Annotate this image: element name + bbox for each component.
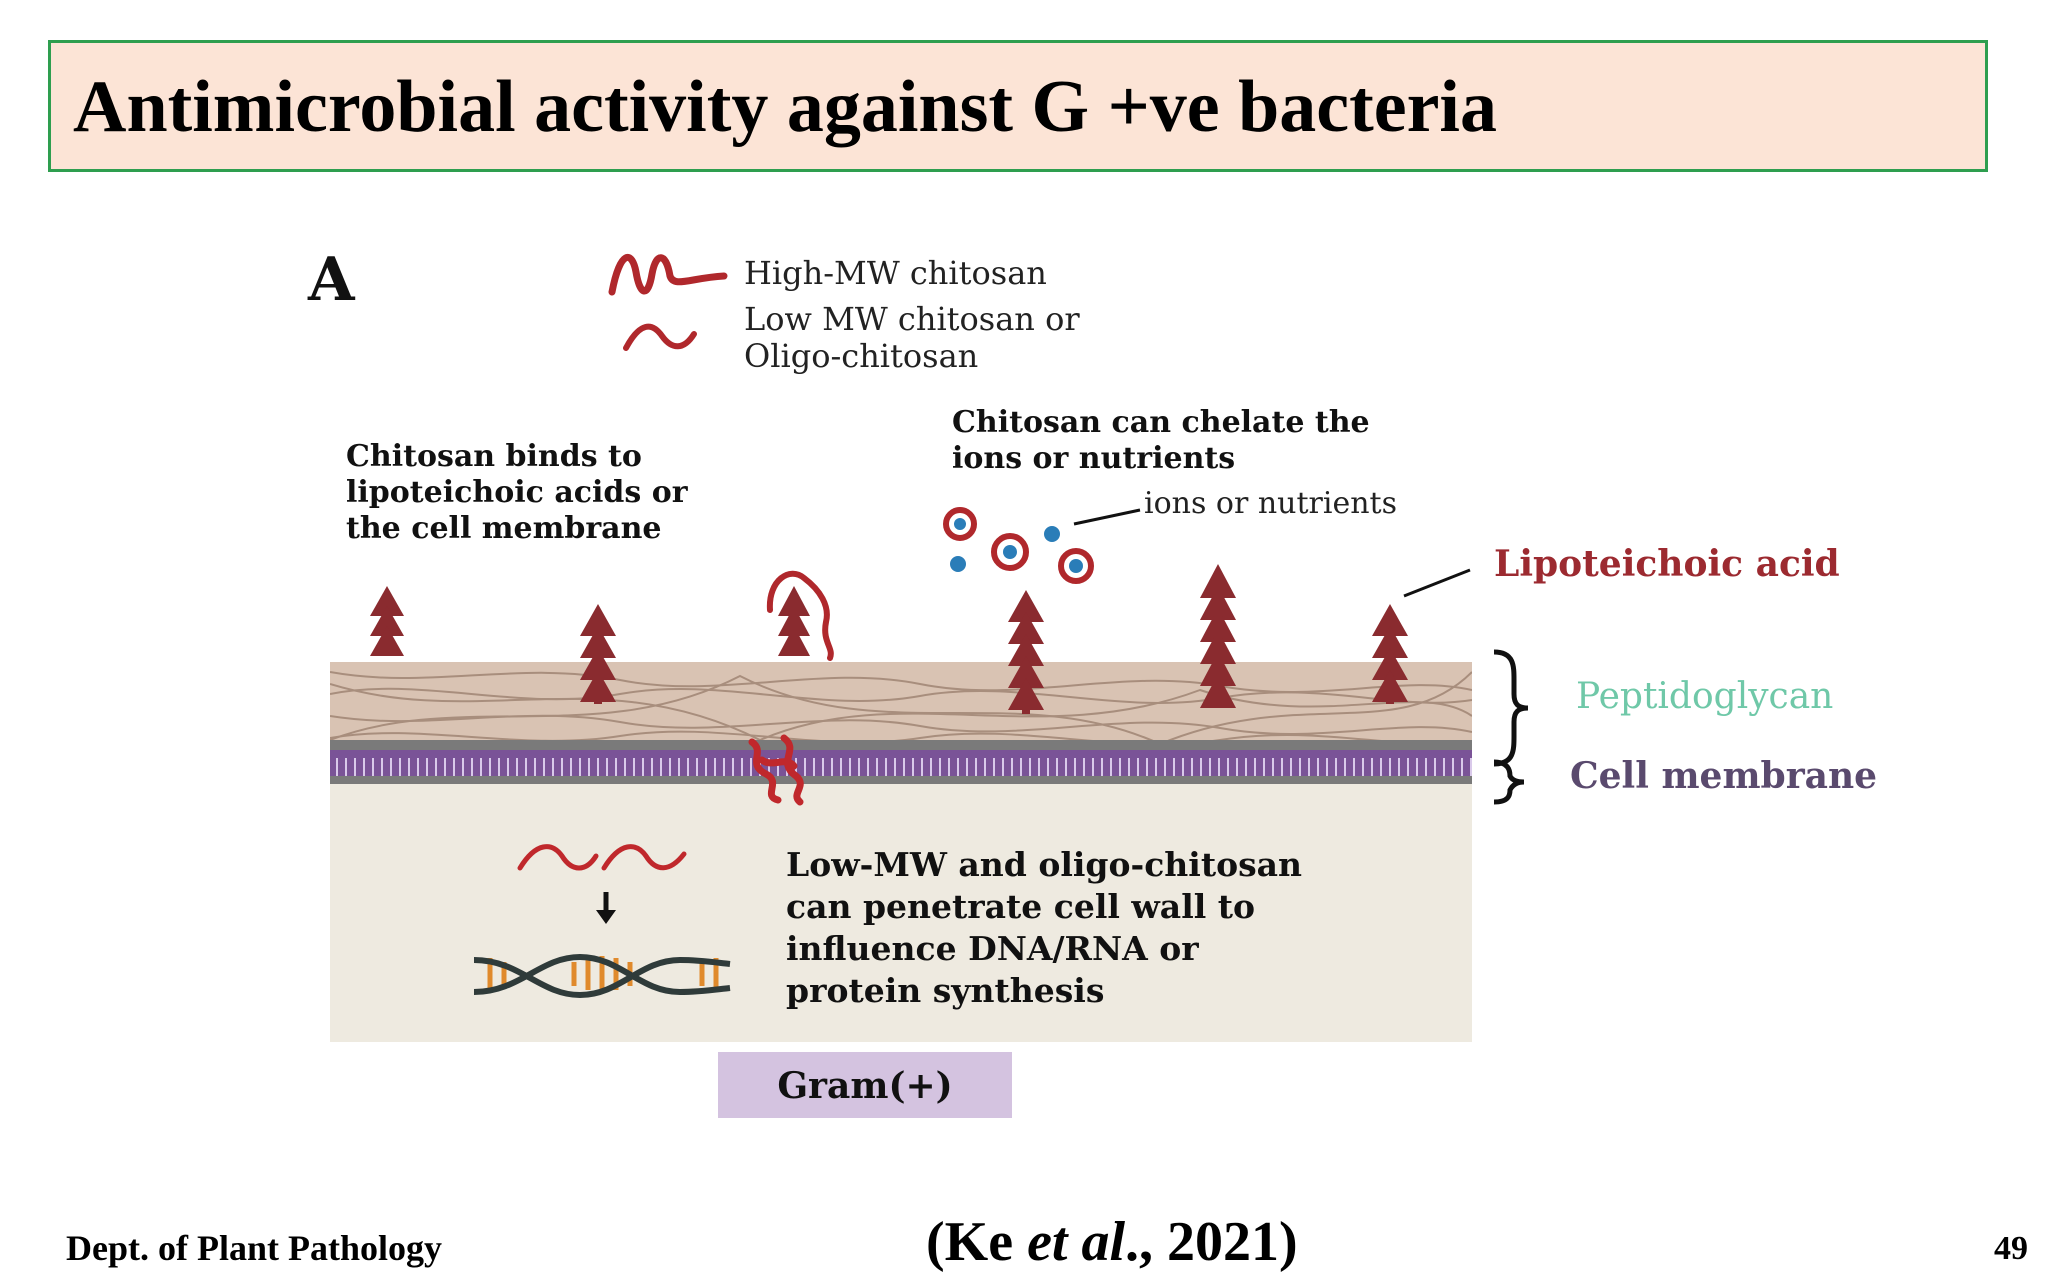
bound-chitosan-strand [766,570,834,661]
annotation-binds-line2: lipoteichoic acids or [346,475,689,510]
legend-low-mw-label-line1: Low MW chitosan or [744,300,1080,338]
annotation-chelate-line2: ions or nutrients [952,441,1235,476]
lipoteichoic-acid-2 [580,604,616,704]
arrow-down-icon [596,892,616,924]
title-banner: Antimicrobial activity against G +ve bac… [48,40,1988,172]
lipoteichoic-acid-5 [1200,564,1236,708]
label-peptidoglycan: Peptidoglycan [1576,676,1833,717]
chelated-ions-cluster [943,507,1094,584]
annotation-binds-line1: Chitosan binds to [346,439,642,474]
label-cell-membrane: Cell membrane [1570,755,1877,797]
oligo-chitosan-strands [517,844,687,871]
footer-citation: (Ke et al., 2021) [926,1214,1298,1270]
lipoteichoic-leader-line [1403,568,1471,598]
panel-letter: A [307,245,356,315]
lipoteichoic-acid-6 [1372,604,1408,704]
high-mw-chitosan-legend-icon [608,253,728,296]
cell-membrane-bracket [1493,759,1525,805]
lipoteichoic-acid-4 [1008,590,1044,714]
ions-leader-line [1073,508,1141,526]
page-number: 49 [1994,1230,2028,1267]
gram-positive-label: Gram(+) [777,1065,952,1107]
lipoteichoic-acid-3-bound [778,586,810,656]
lipoteichoic-acid-1 [370,586,404,656]
low-mw-chitosan-legend-icon [623,323,697,351]
citation-et-al: et al [1027,1211,1126,1273]
cell-membrane-bottom-edge [330,776,1472,784]
footer-department: Dept. of Plant Pathology [66,1228,442,1268]
legend-low-mw-label-line2: Oligo-chitosan [744,337,978,375]
gram-positive-label-box [718,1052,1012,1118]
annotation-penetrate-line3: influence DNA/RNA or [786,929,1199,968]
legend-high-mw-label: High-MW chitosan [744,254,1047,292]
label-lipoteichoic-acid: Lipoteichoic acid [1494,543,1840,585]
peptidoglycan-layer [330,662,1472,754]
cytoplasm [330,784,1472,1042]
peptidoglycan-bracket [1493,649,1529,767]
penetrating-chitosan [748,734,804,806]
annotation-penetrate-line2: can penetrate cell wall to [786,887,1255,926]
annotation-ions-label: ions or nutrients [1144,486,1397,521]
annotation-penetrate-line1: Low-MW and oligo-chitosan [786,845,1302,884]
cell-membrane-top-edge [330,740,1472,750]
cell-membrane-layer [330,750,1472,776]
dna-helix-icon [473,953,731,999]
citation-close: ., 2021) [1125,1211,1298,1273]
annotation-penetrate-line4: protein synthesis [786,971,1104,1010]
slide-title: Antimicrobial activity against G +ve bac… [73,66,1497,148]
annotation-binds-line3: the cell membrane [346,511,661,546]
annotation-chelate-line1: Chitosan can chelate the [952,405,1370,440]
citation-open: (Ke [926,1211,1028,1273]
